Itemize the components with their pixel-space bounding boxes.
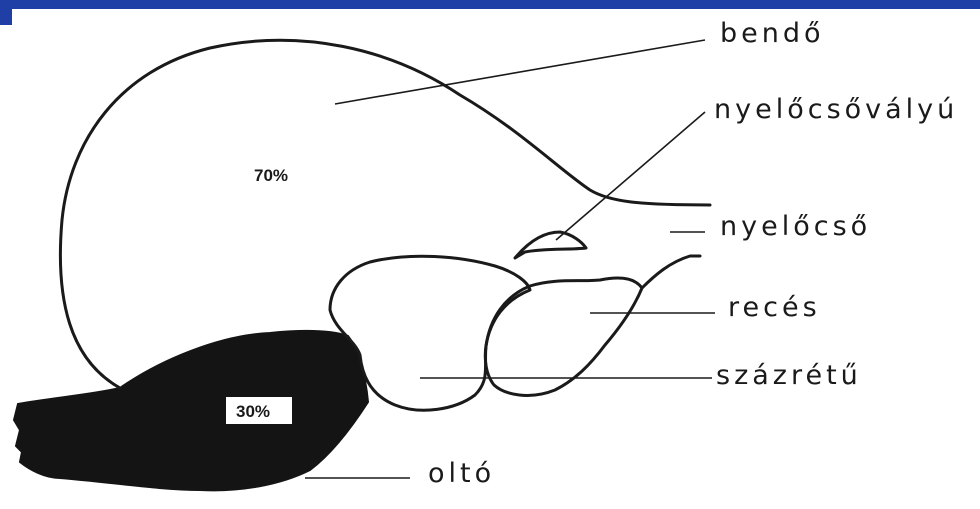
label-nyelocsovalyu: nyelőcsővályú xyxy=(714,94,958,125)
abomasum-shape xyxy=(14,331,368,490)
leader-nyelocsovalyu xyxy=(556,112,705,240)
label-bendo: bendő xyxy=(720,18,825,49)
label-reces: recés xyxy=(728,292,821,323)
label-szazretu: százrétű xyxy=(716,360,862,391)
label-oltd: oltó xyxy=(428,458,495,489)
esophagus-outline xyxy=(642,256,700,288)
label-nyelocso: nyelőcső xyxy=(720,211,871,242)
rumen-percent: 70% xyxy=(254,166,288,185)
esophageal-groove-shape xyxy=(515,232,586,258)
abomasum-percent: 30% xyxy=(236,402,270,421)
leader-bendo xyxy=(335,40,705,104)
